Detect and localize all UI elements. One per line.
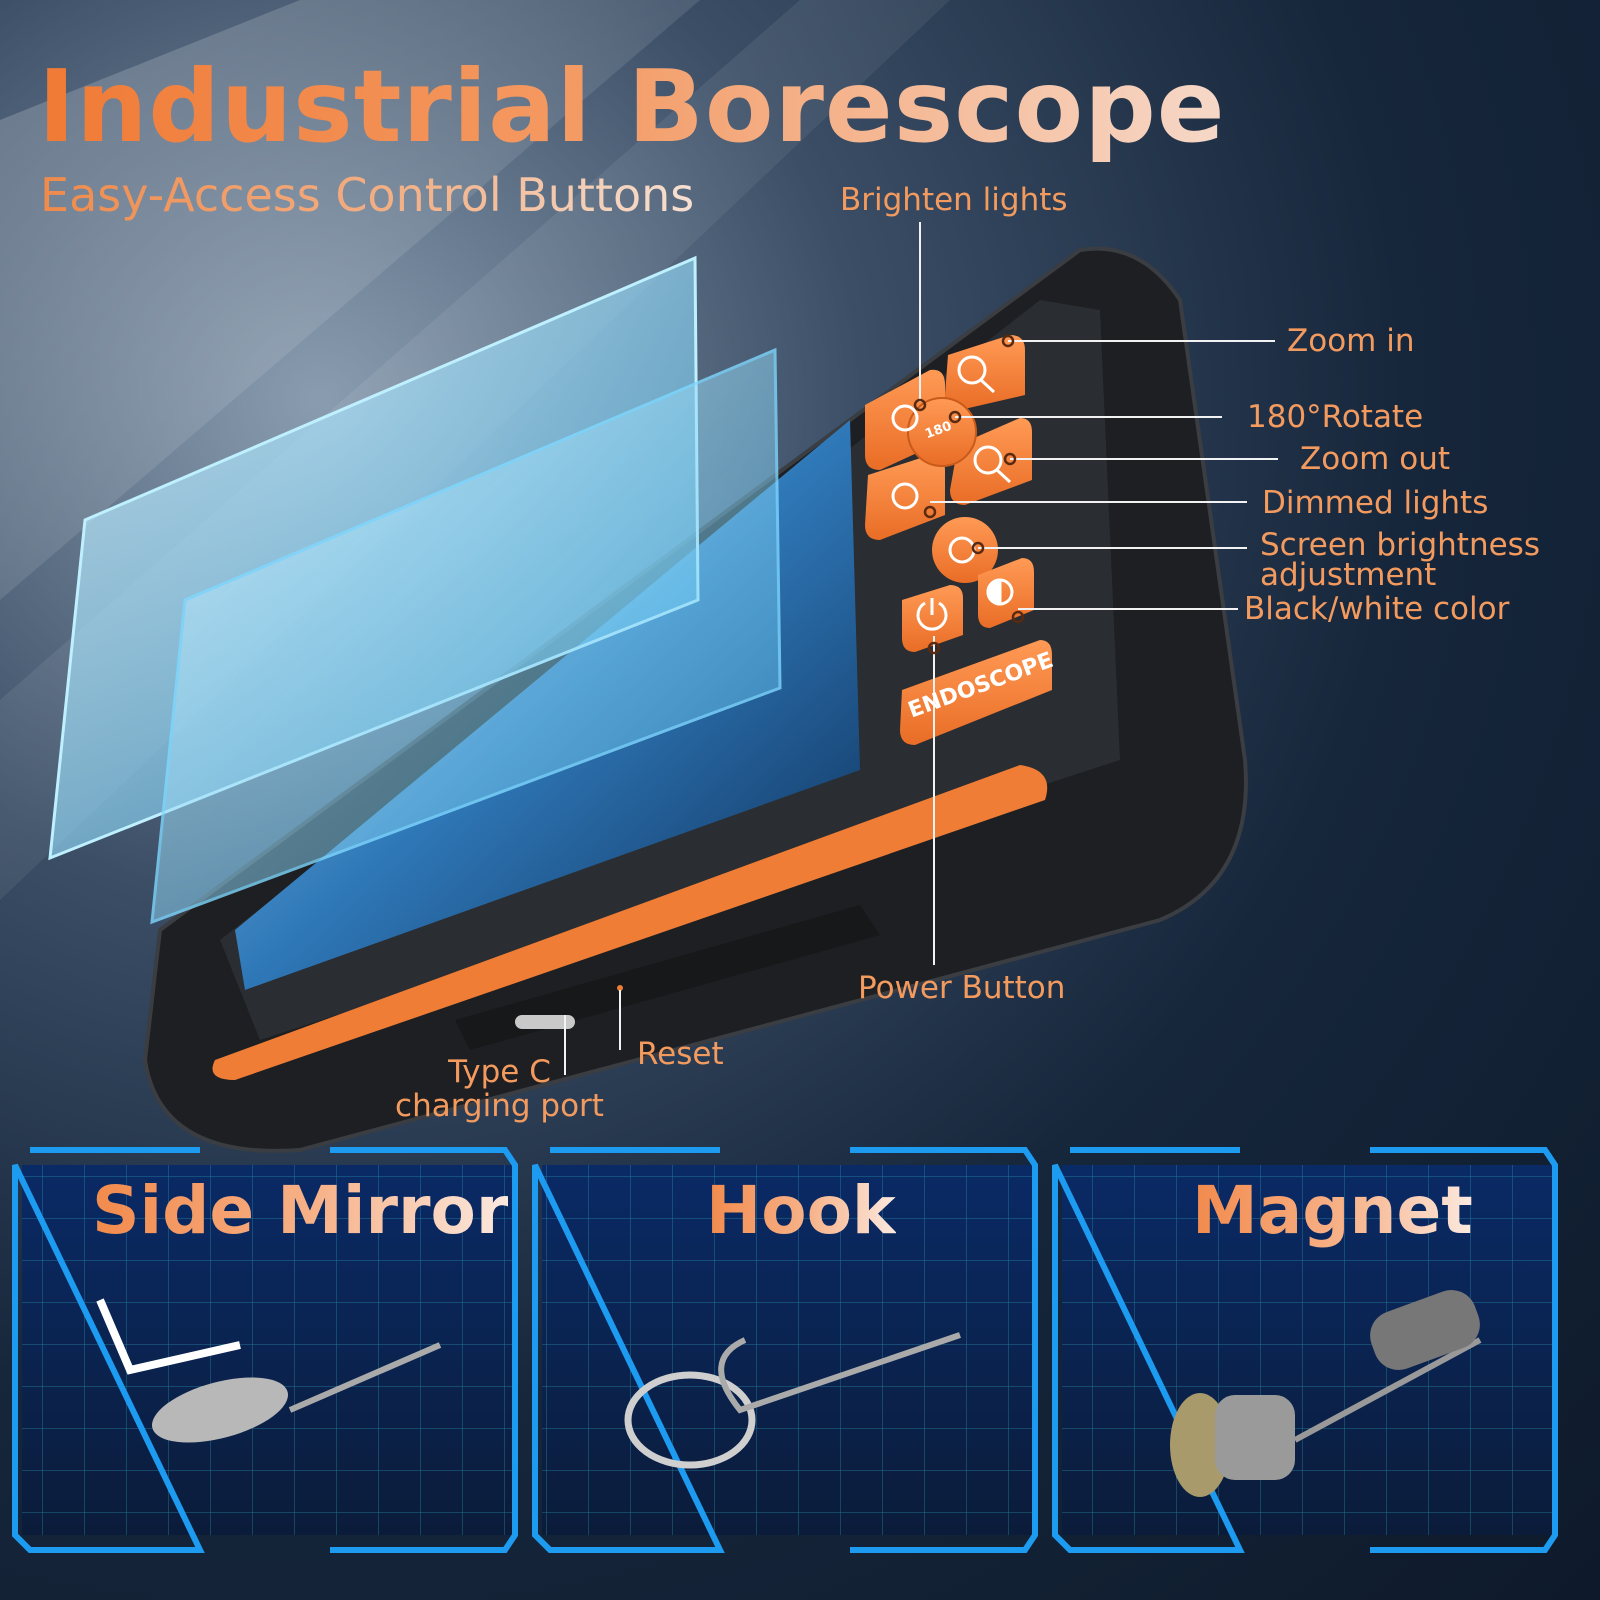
type-c-port [515, 1015, 575, 1029]
panel-frame-hook [532, 1147, 1038, 1553]
panel-frame-side-mirror [12, 1147, 518, 1553]
callout-dimmed-lights: Dimmed lights [1262, 485, 1489, 521]
endoscope-label-plate [900, 640, 1052, 745]
hook-with-ring-icon [624, 1371, 756, 1469]
orange-accent-strip [212, 765, 1048, 1080]
callout-brighten-lights: Brighten lights [840, 182, 1068, 218]
reset-hole [617, 985, 623, 991]
callout-reset: Reset [637, 1036, 724, 1072]
callout-type-c-line2: charging port [395, 1088, 604, 1124]
side-mirror-icon [151, 1377, 289, 1443]
callout-screen-brightness-line1: Screen brightness [1260, 527, 1540, 563]
accessory-title-hook: Hook [706, 1172, 896, 1249]
screen-brightness-key [932, 517, 998, 583]
callout-screen-brightness: Screen brightness adjustment [1260, 527, 1540, 593]
black-white-key [978, 558, 1034, 628]
control-keypad [865, 335, 1052, 745]
callout-type-c: Type C charging port [392, 1054, 607, 1124]
callout-zoom-out: Zoom out [1300, 441, 1450, 477]
accessory-title-magnet: Magnet [1192, 1172, 1473, 1249]
callout-lines [564, 222, 1278, 1075]
screen-protector-glass-2 [150, 347, 782, 925]
page-title: Industrial Borescope [38, 48, 1226, 165]
page-subtitle: Easy-Access Control Buttons [40, 168, 695, 222]
callout-power-button: Power Button [858, 970, 1066, 1006]
callout-black-white: Black/white color [1244, 591, 1510, 627]
power-key [902, 585, 963, 652]
dimmed-lights-key [865, 455, 945, 540]
callout-rotate-180: 180°Rotate [1247, 399, 1424, 435]
callout-type-c-line1: Type C [448, 1054, 551, 1090]
callout-zoom-in: Zoom in [1287, 323, 1415, 359]
panel-frame-magnet [1052, 1147, 1558, 1553]
accessory-title-side-mirror: Side Mirror [92, 1172, 509, 1249]
callout-screen-brightness-line2: adjustment [1260, 557, 1437, 593]
accessory-panels [12, 1147, 1558, 1553]
callout-dots [913, 334, 1025, 655]
